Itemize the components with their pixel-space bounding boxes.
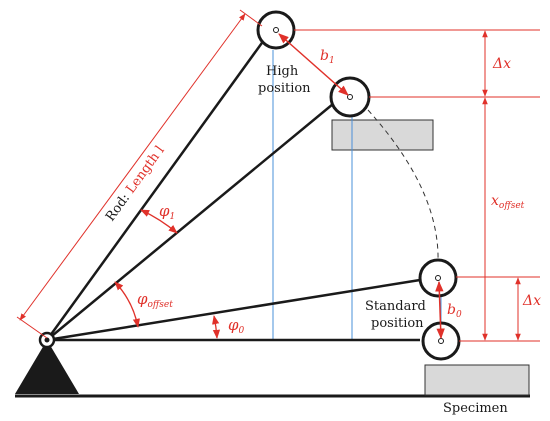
phioffset-arc: [114, 281, 140, 328]
phioffset-label: φoffset: [137, 290, 173, 310]
specimen-label: Specimen: [443, 401, 508, 416]
standard-position-line2: position: [371, 316, 424, 331]
weight-high-center: [273, 27, 279, 33]
b0-label: b0: [447, 302, 462, 320]
weight-mid-center: [347, 94, 353, 100]
rod-mid: [46, 103, 334, 341]
phi0-arc: [212, 315, 221, 339]
standard-position-line1: Standard: [365, 299, 426, 314]
phi0-label: φ0: [228, 316, 245, 336]
high-position-line1: High: [266, 64, 299, 79]
phi1-label: φ1: [159, 202, 175, 222]
b0-arrow: [435, 280, 445, 340]
dx-bottom-label: Δx: [522, 293, 541, 309]
rod-length-ext2: [239, 9, 263, 27]
rod-length-ext1: [16, 316, 48, 339]
swing-arc: [367, 109, 439, 263]
dx-top-label: Δx: [492, 56, 511, 72]
weight-offset-center: [435, 275, 441, 281]
xoffset-label: xoffset: [491, 193, 525, 211]
phi1-arc: [140, 209, 178, 234]
b1-arrow: [278, 33, 349, 96]
rod-high: [45, 39, 266, 341]
b1-label: b1: [320, 48, 335, 66]
pivot-center: [44, 337, 50, 343]
high-position-line2: position: [258, 81, 311, 96]
upper-block: [331, 119, 434, 151]
rod-length-dim: [19, 13, 246, 321]
specimen-block: [424, 364, 530, 396]
pivot-base: [15, 340, 79, 394]
weight-standard-center: [438, 338, 444, 344]
